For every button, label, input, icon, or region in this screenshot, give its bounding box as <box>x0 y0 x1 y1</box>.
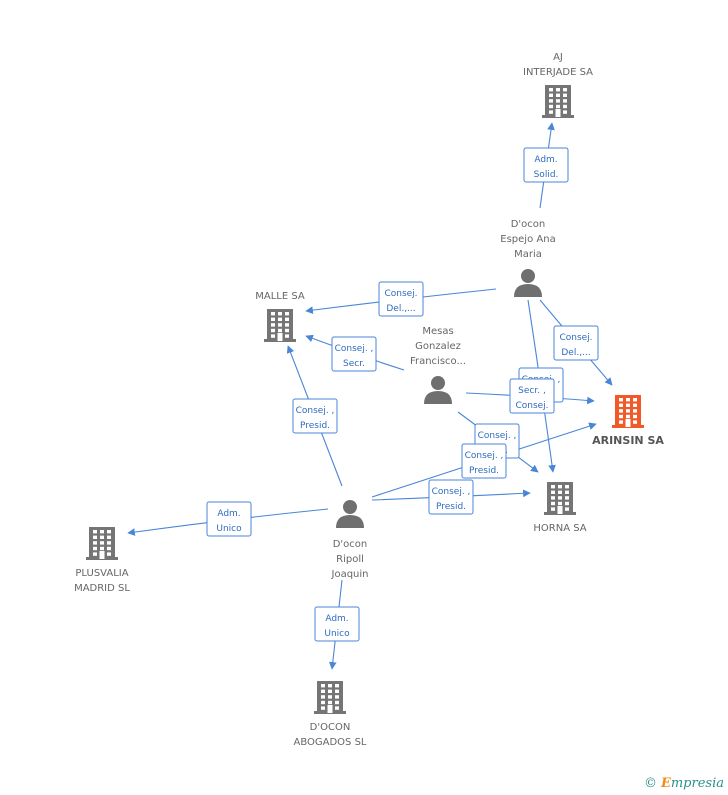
edge-label-text: Presid. <box>436 502 466 512</box>
edge-label-box <box>461 443 507 479</box>
node-label: ABOGADOS SL <box>293 737 366 748</box>
node-label: Francisco... <box>410 356 466 367</box>
node-label: ARINSIN SA <box>592 434 664 447</box>
node-plusvalia[interactable]: PLUSVALIA MADRID SL <box>74 527 130 594</box>
edge-label-text: Secr. , <box>518 386 546 396</box>
building-icon <box>612 395 644 428</box>
person-icon <box>336 500 364 528</box>
edge-label-text: Adm. <box>325 614 348 624</box>
node-arinsin[interactable]: ARINSIN SA <box>592 395 664 447</box>
copyright-symbol: © <box>643 776 657 791</box>
node-label: Espejo Ana <box>500 234 555 245</box>
edge-label-text: Unico <box>216 524 242 534</box>
edge-label[interactable]: Adm. Unico <box>314 606 360 642</box>
edge-label-text: Adm. <box>534 155 557 165</box>
building-icon <box>542 85 574 118</box>
edge-label-box <box>331 336 377 372</box>
edge-label-box <box>428 479 474 515</box>
node-label: Joaquin <box>331 569 369 580</box>
edge-label-box <box>509 378 555 414</box>
node-label: D'ocon <box>333 539 368 550</box>
edge-label-text: Consej. , <box>335 344 374 354</box>
edge-label-text: Adm. <box>217 509 240 519</box>
node-label: MADRID SL <box>74 583 130 594</box>
edge-label-box <box>314 606 360 642</box>
brand-logo-initial: E <box>660 776 671 791</box>
node-label: MALLE SA <box>255 291 305 302</box>
node-label: HORNA SA <box>533 523 586 534</box>
edge-label[interactable]: Consej. , Presid. <box>461 443 507 479</box>
edge-label-text: Consej. <box>384 289 417 299</box>
node-label: AJ <box>553 52 563 63</box>
node-label: D'OCON <box>310 722 351 733</box>
edge-label-text: Secr. <box>343 359 365 369</box>
edge-label-text: Unico <box>324 629 350 639</box>
node-aj-interjade[interactable]: AJ INTERJADE SA <box>523 52 593 118</box>
building-icon <box>86 527 118 560</box>
edge-label-text: Presid. <box>300 421 330 431</box>
node-mesas[interactable]: MesasGonzalezFrancisco... <box>410 326 466 404</box>
node-malle[interactable]: MALLE SA <box>255 291 305 342</box>
edge-label-text: Presid. <box>469 466 499 476</box>
edge-label-box <box>292 398 338 434</box>
node-docon-abogados[interactable]: D'OCON ABOGADOS SL <box>293 681 367 748</box>
edge-label-box <box>523 147 569 183</box>
edge-label-text: Del.,... <box>561 348 590 358</box>
edge-label-text: Consej. , <box>478 431 517 441</box>
person-icon <box>424 376 452 404</box>
node-label: Mesas <box>422 326 453 337</box>
edge-label[interactable]: Consej. , Presid. <box>292 398 338 434</box>
node-label: INTERJADE SA <box>523 67 593 78</box>
edge-label-text: Consej. <box>559 333 592 343</box>
node-horna[interactable]: HORNA SA <box>533 482 587 534</box>
edge-label[interactable]: Consej. , Secr. <box>331 336 377 372</box>
edge-label-box <box>206 501 252 537</box>
edge-label-box <box>553 325 599 361</box>
edge-label[interactable]: Consej. Del.,... <box>553 325 599 361</box>
edge-label[interactable]: Adm. Unico <box>206 501 252 537</box>
edge-label-text: Del.,... <box>386 304 415 314</box>
edges-layer: Adm. Solid. Consej. Del.,... Consej. Del.,...… <box>127 122 613 670</box>
node-label: Gonzalez <box>415 341 461 352</box>
node-label: PLUSVALIA <box>75 568 128 579</box>
edge-label-box <box>378 281 424 317</box>
node-label: Maria <box>514 249 542 260</box>
building-icon <box>314 681 346 714</box>
node-label: Ripoll <box>336 554 364 565</box>
edge-label-text: Consej. , <box>296 406 335 416</box>
edge-label-text: Consej. , <box>432 487 471 497</box>
edge-label[interactable]: Consej. , Presid. <box>428 479 474 515</box>
edge-label[interactable]: Adm. Solid. <box>523 147 569 183</box>
brand-logo-text: mpresia <box>670 776 724 791</box>
edge-label[interactable]: Consej. Del.,... <box>378 281 424 317</box>
edge-label-text: Consej. <box>515 401 548 411</box>
edge-label-text: Solid. <box>534 170 559 180</box>
edge-label[interactable]: Secr. , Consej. <box>509 378 555 414</box>
edge-label-text: Consej. , <box>465 451 504 461</box>
node-label: D'ocon <box>511 219 546 230</box>
building-icon <box>264 309 296 342</box>
brand-footer: ©Empresia <box>644 776 724 791</box>
building-icon <box>544 482 576 515</box>
person-icon <box>514 269 542 297</box>
